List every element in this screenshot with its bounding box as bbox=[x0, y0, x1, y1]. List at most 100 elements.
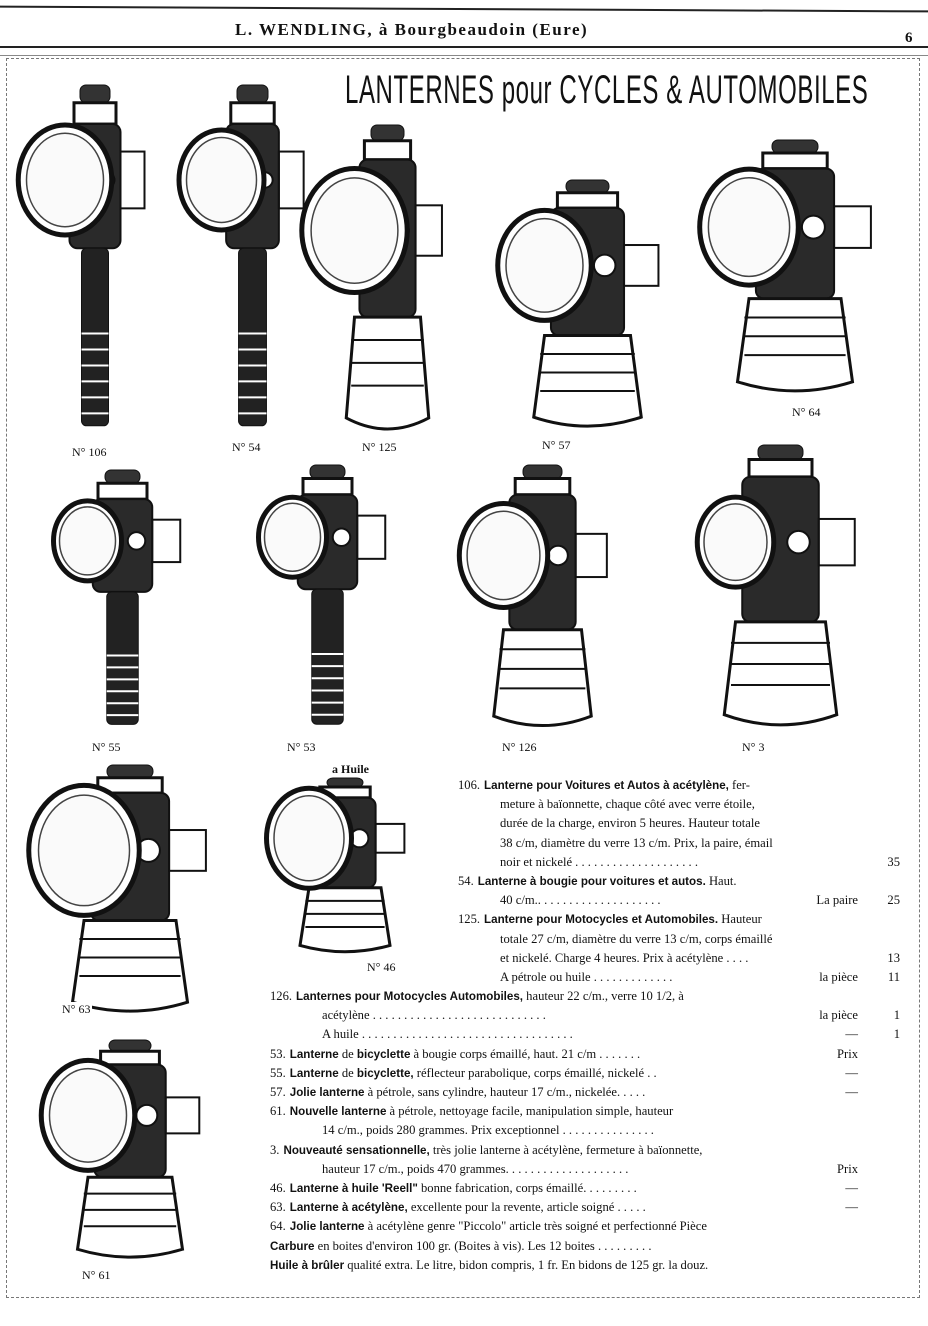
lantern-lens-inner bbox=[273, 795, 345, 882]
line-price-value: 25 bbox=[887, 893, 900, 908]
line-text: acétylène . . . . . . . . . . . . . . . … bbox=[322, 1006, 546, 1025]
lantern-lens-inner bbox=[48, 1067, 128, 1163]
lantern-cap bbox=[79, 84, 111, 104]
lantern-chimney bbox=[362, 139, 413, 162]
line-bold: Lanternes pour Motocycles Automobiles, bbox=[296, 990, 524, 1004]
line-text: et nickelé. Charge 4 heures. Prix à acét… bbox=[500, 950, 749, 965]
line-text: totale 27 c/m, diamètre du verre 13 c/m,… bbox=[500, 931, 773, 946]
line-text: 57.Jolie lanterne à pétrole, sans cylind… bbox=[270, 1083, 645, 1102]
line-text: A huile . . . . . . . . . . . . . . . . … bbox=[322, 1027, 573, 1042]
line-text: noir et nickelé . . . . . . . . . . . . … bbox=[500, 854, 698, 869]
line-bold2: bicyclette bbox=[356, 1047, 411, 1061]
lantern-illustration-53 bbox=[256, 464, 387, 725]
line-num: 63. bbox=[270, 1200, 286, 1215]
lantern-side-glass bbox=[135, 1103, 159, 1127]
lantern-side-glass bbox=[592, 253, 617, 278]
line-text: Carbure en boites d'environ 100 gr. (Boi… bbox=[270, 1237, 651, 1256]
line-text: Haut. bbox=[705, 873, 737, 888]
lantern-base bbox=[75, 1175, 185, 1259]
description-line: 38 c/m, diamètre du verre 13 c/m. Prix, … bbox=[270, 834, 900, 853]
lantern-bracket bbox=[817, 517, 856, 567]
lantern-bracket bbox=[119, 150, 146, 210]
line-num: 53. bbox=[270, 1046, 286, 1061]
line-text: à pétrole, sans cylindre, hauteur 17 c/m… bbox=[364, 1085, 646, 1099]
line-num: 61. bbox=[270, 1104, 286, 1119]
line-text: 63.Lanterne à acétylène, excellente pour… bbox=[270, 1198, 646, 1217]
lantern-lens-inner bbox=[703, 503, 768, 582]
lantern-chimney bbox=[72, 101, 118, 126]
description-line: 3.Nouveauté sensationnelle, très jolie l… bbox=[270, 1141, 900, 1160]
line-price-value: 11 bbox=[887, 969, 900, 984]
line-text: excellente pour la revente, article soig… bbox=[407, 1200, 646, 1215]
illustration-caption: N° 55 bbox=[90, 740, 123, 755]
line-bold: Lanterne bbox=[289, 1047, 339, 1061]
lantern-cap bbox=[757, 444, 804, 460]
line-text: 106.Lanterne pour Voitures et Autos à ac… bbox=[458, 776, 750, 795]
lantern-illustration-55 bbox=[51, 469, 182, 725]
line-text: Huile à brûler qualité extra. Le litre, … bbox=[270, 1256, 708, 1275]
line-price-label: — bbox=[845, 1180, 858, 1195]
lantern-chimney bbox=[747, 458, 814, 479]
lantern-chimney bbox=[301, 477, 354, 497]
description-line: 64.Jolie lanterne à acétylène genre "Pic… bbox=[270, 1217, 900, 1236]
line-text: à acétylène genre "Piccolo" article très… bbox=[364, 1219, 707, 1234]
illustration-caption: N° 61 bbox=[80, 1268, 113, 1283]
line-text: de bbox=[338, 1046, 357, 1061]
line-text: très jolie lanterne à acétylène, fermetu… bbox=[429, 1142, 703, 1157]
line-text: 40 c/m.. . . . . . . . . . . . . . . . .… bbox=[500, 893, 661, 908]
line-text: hauteur 17 c/m., poids 470 grammes. . . … bbox=[322, 1160, 628, 1179]
line-price-label: — bbox=[845, 1027, 858, 1042]
description-line: 57.Jolie lanterne à pétrole, sans cylind… bbox=[270, 1083, 900, 1102]
line-bold: Lanterne à bougie pour voitures et autos… bbox=[477, 874, 706, 888]
line-text: hauteur 17 c/m., poids 470 grammes. . . … bbox=[322, 1161, 629, 1176]
lantern-illustration-3 bbox=[694, 444, 856, 727]
description-line: 126.Lanternes pour Motocycles Automobile… bbox=[270, 987, 900, 1006]
header-rule bbox=[0, 5, 928, 13]
line-bold: Jolie lanterne bbox=[289, 1086, 365, 1099]
page-header: L. WENDLING, à Bourgbeaudoin (Eure) 6 bbox=[0, 0, 928, 62]
line-text: A huile . . . . . . . . . . . . . . . . … bbox=[322, 1025, 573, 1044]
lantern-illustration-64 bbox=[697, 139, 872, 393]
lantern-side-glass bbox=[800, 214, 826, 240]
lantern-side-glass bbox=[786, 529, 811, 555]
line-text: 38 c/m, diamètre du verre 13 c/m. Prix, … bbox=[500, 834, 773, 853]
header-rule bbox=[0, 55, 928, 56]
lantern-cap bbox=[522, 464, 563, 479]
line-text: 46.Lanterne à huile 'Reell" bonne fabric… bbox=[270, 1179, 637, 1198]
line-bold: Lanterne à acétylène, bbox=[289, 1201, 408, 1215]
lantern-bracket bbox=[833, 205, 872, 249]
line-price-label: la pièce bbox=[819, 1008, 858, 1023]
line-price-label: La paire bbox=[816, 893, 858, 908]
page-border bbox=[6, 58, 920, 1298]
lantern-cap bbox=[104, 469, 141, 484]
description-line: 40 c/m.. . . . . . . . . . . . . . . . .… bbox=[270, 891, 900, 910]
lantern-chimney bbox=[99, 1049, 161, 1067]
lantern-bracket bbox=[574, 532, 608, 579]
line-num: 125. bbox=[458, 912, 481, 927]
lantern-base bbox=[532, 334, 643, 428]
line-price-label: — bbox=[845, 1065, 858, 1080]
description-line: noir et nickelé . . . . . . . . . . . . … bbox=[270, 853, 900, 872]
line-text2: à bougie corps émaillé, haut. 21 c/m . .… bbox=[410, 1046, 641, 1061]
line-price-label: — bbox=[845, 1085, 858, 1099]
lantern-lens-inner bbox=[25, 132, 105, 228]
lantern-bracket bbox=[168, 829, 207, 872]
line-price-value: 13 bbox=[887, 950, 900, 965]
line-price-label: Prix bbox=[837, 1161, 858, 1176]
lantern-cap bbox=[309, 464, 346, 479]
illustration-caption: N° 64 bbox=[790, 405, 823, 420]
description-line: meture à baïonnette, chaque côté avec ve… bbox=[270, 795, 900, 814]
illustration-caption: N° 46 bbox=[365, 960, 398, 975]
line-text: qualité extra. Le litre, bidon compris, … bbox=[344, 1257, 709, 1272]
lantern-bracket bbox=[164, 1096, 201, 1135]
line-num: 3. bbox=[270, 1142, 280, 1157]
line-text: durée de la charge, environ 5 heures. Ha… bbox=[500, 816, 760, 831]
line-bold: Lanterne pour Voitures et Autos à acétyl… bbox=[484, 779, 729, 792]
line-text: totale 27 c/m, diamètre du verre 13 c/m,… bbox=[500, 930, 772, 949]
lantern-illustration-125 bbox=[299, 124, 443, 431]
line-text: 64.Jolie lanterne à acétylène genre "Pic… bbox=[270, 1217, 707, 1236]
main-title: LANTERNES pour CYCLES & AUTOMOBILES bbox=[345, 68, 869, 112]
line-text: Hauteur bbox=[718, 912, 762, 927]
line-text: 54.Lanterne à bougie pour voitures et au… bbox=[458, 872, 737, 891]
lantern-side-glass bbox=[331, 527, 352, 547]
